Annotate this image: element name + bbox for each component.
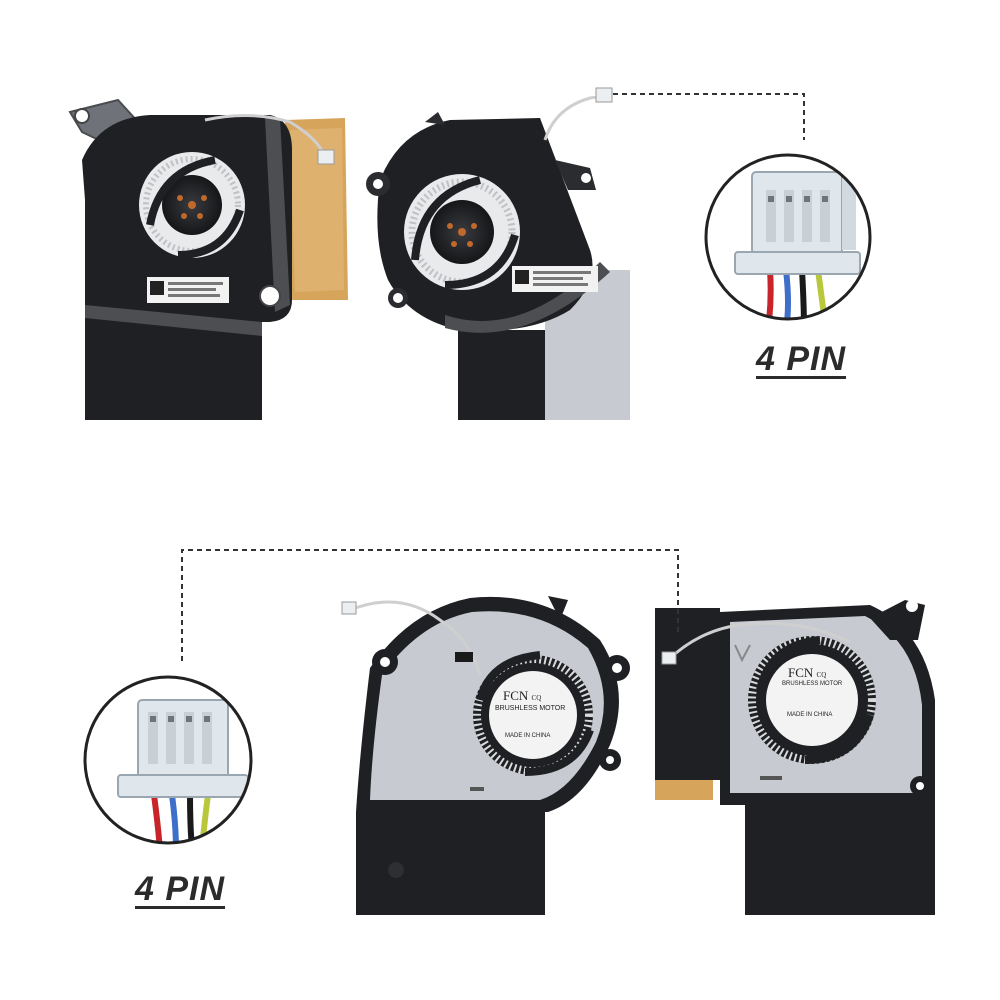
brand-text: FCN [503, 688, 529, 703]
motor-type-right: BRUSHLESS MOTOR [782, 681, 843, 687]
brand-suffix-text: CQ [531, 694, 542, 702]
brand-suffix-text: CQ [816, 671, 827, 679]
fan-bottom-center [341, 596, 630, 915]
motor-brand-center: FCN CQ [503, 688, 541, 704]
leader-line-bottom [181, 549, 679, 665]
brand-text: FCN [788, 665, 814, 680]
motor-origin-right: MADE IN CHINA [787, 712, 833, 718]
connector-callout-bottom [83, 675, 253, 845]
motor-type-center: BRUSHLESS MOTOR [495, 705, 566, 712]
motor-origin-center: MADE IN CHINA [505, 733, 551, 739]
connector-callout-top [704, 153, 872, 321]
leader-line-top [613, 93, 805, 140]
fan-top-left [68, 98, 348, 420]
pin-label-bottom: 4 PIN [135, 870, 226, 908]
fan-bottom-right [655, 600, 935, 915]
fan-top-middle [366, 87, 630, 420]
motor-brand-right: FCN CQ [788, 665, 826, 681]
pin-label-top: 4 PIN [756, 340, 847, 378]
